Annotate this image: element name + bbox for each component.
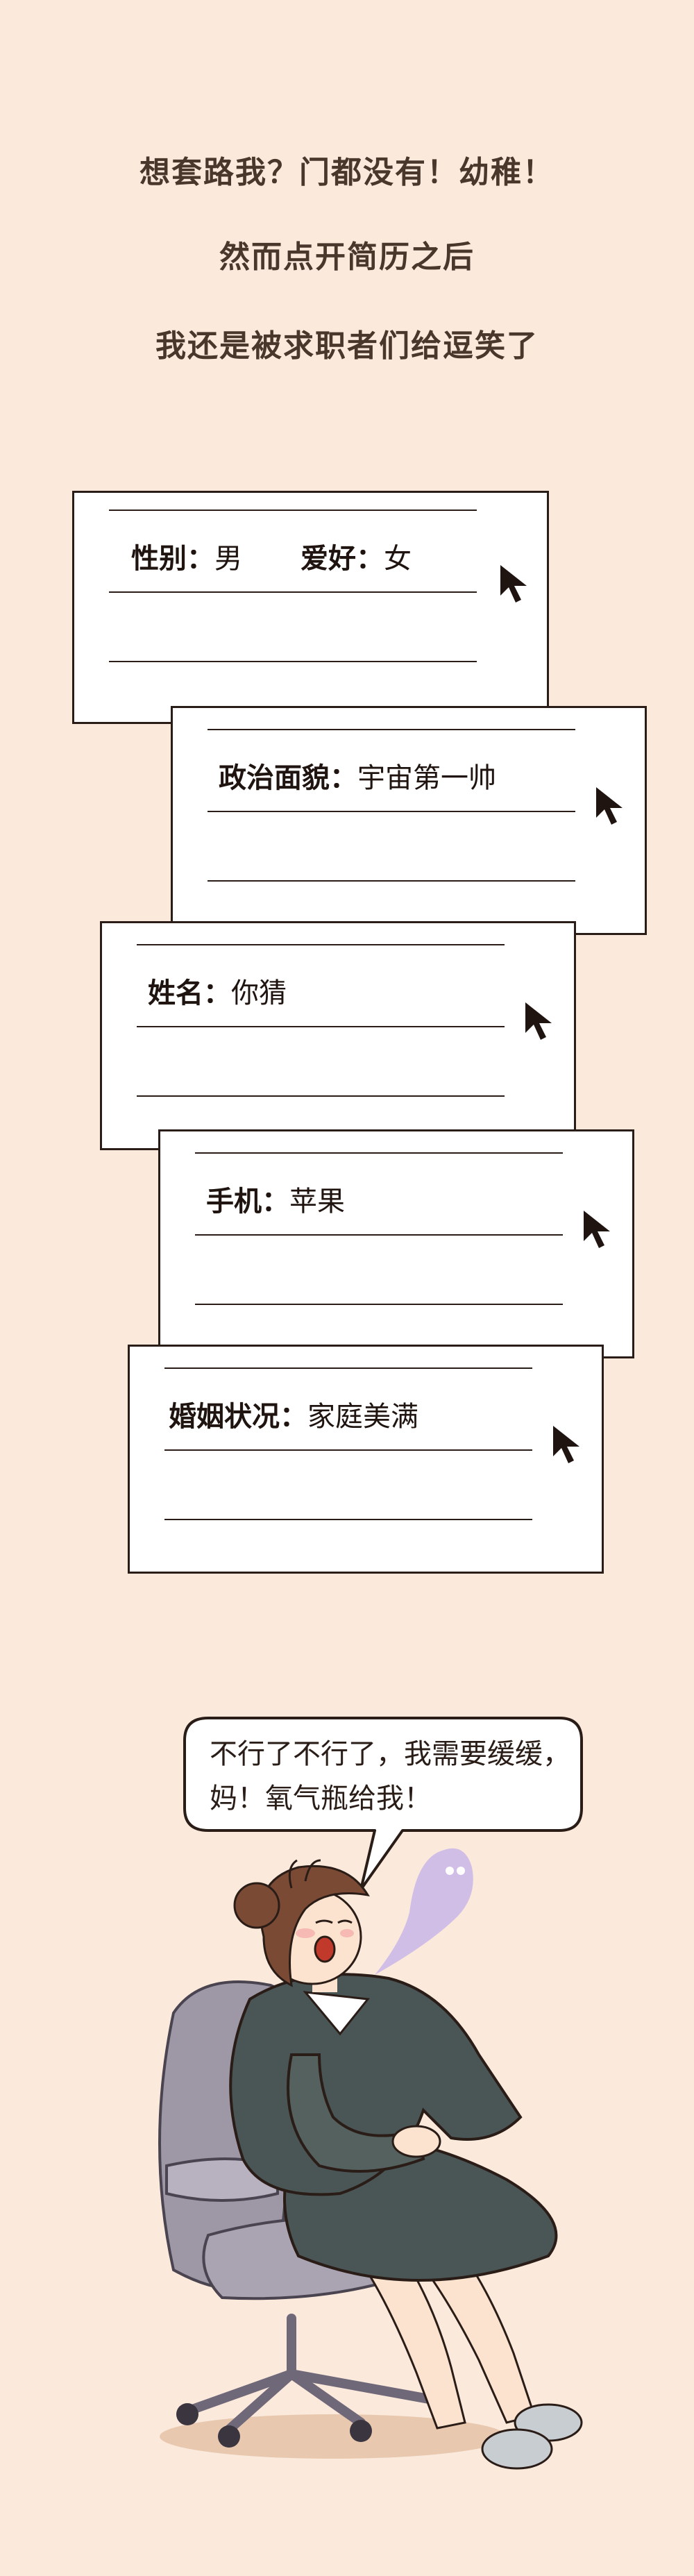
field-hobby: 爱好：女 — [301, 536, 412, 576]
intro-line-2: 然而点开简历之后 — [219, 239, 475, 275]
field-gender-label: 性别： — [131, 543, 214, 575]
field-phone: 手机：苹果 — [206, 1179, 345, 1219]
field-gender: 性别：男 — [131, 536, 242, 576]
field-hobby-value: 女 — [384, 543, 412, 575]
soul-ghost-icon — [375, 1848, 473, 1975]
mouse-cursor-icon — [500, 565, 527, 603]
mouse-cursor-icon — [584, 1211, 610, 1248]
mouse-cursor-icon — [553, 1426, 579, 1463]
intro-line-1: 想套路我？门都没有！幼稚！ — [139, 155, 555, 190]
intro-line-3: 我还是被求职者们给逗笑了 — [155, 328, 539, 364]
resume-card-gender-hobby: 性别：男 爱好：女 — [72, 491, 549, 724]
field-name-label: 姓名： — [148, 977, 231, 1009]
resume-card-name: 姓名：你猜 — [100, 921, 576, 1150]
mouse-cursor-icon — [596, 787, 623, 825]
mouse-cursor-icon — [525, 1002, 552, 1040]
field-political-value: 宇宙第一帅 — [357, 762, 496, 794]
speech-line-2: 妈！氧气瓶给我！ — [210, 1783, 432, 1815]
field-gender-value: 男 — [214, 543, 242, 575]
resume-card-political: 政治面貌：宇宙第一帅 — [171, 706, 647, 935]
field-marital-status: 婚姻状况：家庭美满 — [169, 1394, 418, 1434]
resume-card-marital: 婚姻状况：家庭美满 — [128, 1345, 604, 1574]
field-hobby-label: 爱好： — [301, 543, 384, 575]
field-phone-label: 手机： — [206, 1186, 289, 1218]
field-political-label: 政治面貌： — [219, 762, 357, 794]
resume-card-phone: 手机：苹果 — [158, 1129, 634, 1358]
field-marital-value: 家庭美满 — [307, 1401, 418, 1433]
field-name: 姓名：你猜 — [148, 970, 287, 1011]
field-political-status: 政治面貌：宇宙第一帅 — [219, 755, 496, 795]
field-marital-label: 婚姻状况： — [169, 1401, 307, 1433]
speech-line-1: 不行了不行了，我需要缓缓， — [210, 1738, 570, 1770]
field-phone-value: 苹果 — [289, 1186, 345, 1218]
field-name-value: 你猜 — [231, 977, 287, 1009]
